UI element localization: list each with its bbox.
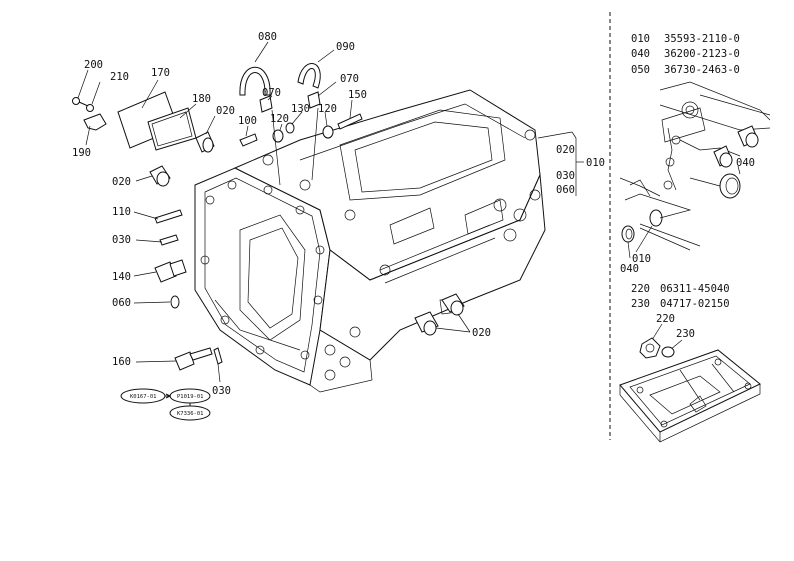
pin-030-left [159,234,179,246]
callout-120-b: 120 [318,103,337,115]
callout-060-a: 060 [112,297,131,309]
washer-210 [86,104,94,112]
detail-seal-040-left [621,225,635,243]
table1-ref-3: 050 [631,64,650,76]
transmission-housing [194,89,546,393]
table1-ref-1: 010 [631,33,650,45]
table1-ref-2: 040 [631,48,650,60]
washer-230 [661,346,675,358]
table2-part-2: 04717-02150 [660,298,730,310]
leader-220 [651,323,663,341]
table1-part-2: 36200-2123-0 [664,48,740,60]
bushing-020-left [149,165,171,187]
bolt-160 [174,347,213,371]
leader-lines-left [77,41,471,383]
callout-090: 090 [336,41,355,53]
callout-070-a: 070 [262,87,281,99]
callout-010-a: 010 [586,157,605,169]
detail-bushing-lower [649,209,663,227]
detail-bushing-upper-b [737,125,759,148]
callout-210: 210 [110,71,129,83]
drain-plug-220 [639,337,661,359]
o-ring-060 [170,295,180,309]
callout-040-b: 040 [620,263,639,275]
table2-ref-1: 220 [631,283,650,295]
callout-010-b: 010 [632,253,651,265]
callout-220: 220 [656,313,675,325]
breather-tube-080 [239,66,271,96]
nut-120-b [322,125,334,139]
callout-110: 110 [112,206,131,218]
callout-020-d: 020 [556,144,575,156]
callout-100: 100 [238,115,257,127]
callout-140: 140 [112,271,131,283]
bushing-020-lower-b [414,311,439,336]
callout-150: 150 [348,89,367,101]
callout-200: 200 [84,59,103,71]
fitting-070-a [259,95,273,113]
table2-part-1: 06311-45040 [660,283,730,295]
callout-120-a: 120 [270,113,289,125]
table1-part-3: 36730-2463-0 [664,64,740,76]
callout-180: 180 [192,93,211,105]
detail-bushing-upper-a [713,145,733,168]
serial-oval-1-text: K0167-01 [130,394,157,400]
callout-190: 190 [72,147,91,159]
pin-030-lower [213,347,223,365]
parts-table-upper: 010 35593-2110-0 040 36200-2123-0 050 36… [631,33,740,76]
callout-030-c: 030 [556,170,575,182]
callout-020-c: 020 [472,327,491,339]
serial-oval-2-text: P1019-01 [177,394,204,400]
callout-060-b: 060 [556,184,575,196]
nut-120-a [272,129,284,143]
bushing-020-lower-a [441,293,465,316]
stud-150 [337,113,363,130]
leader-lines-right [627,165,741,259]
clip-190 [83,113,107,131]
callout-020-b: 020 [112,176,131,188]
table2-ref-2: 230 [631,298,650,310]
oil-pan [619,349,761,443]
breather-tube-090 [297,63,321,89]
callout-020-a: 020 [216,105,235,117]
callout-030-a: 030 [112,234,131,246]
detail-housing-section [659,81,771,191]
stud-110 [154,209,183,224]
callout-080: 080 [258,31,277,43]
bolt-100 [239,133,258,147]
callout-170: 170 [151,67,170,79]
callout-160: 160 [112,356,131,368]
parts-table-lower: 220 06311-45040 230 04717-02150 [631,283,730,310]
callout-030-b: 030 [212,385,231,397]
serial-oval-3-text: K7336-01 [177,411,204,417]
serial-ovals: K0167-01 P1019-01 K7336-01 [120,388,211,421]
callout-230: 230 [676,328,695,340]
plug-130 [285,122,295,134]
bushing-020-top [195,131,215,153]
fitting-070-b [307,91,321,109]
screw-200 [72,97,89,107]
table1-part-1: 35593-2110-0 [664,33,740,45]
plug-140 [154,259,187,283]
callout-040-a: 040 [736,157,755,169]
detail-seal-040-right [719,173,741,199]
callout-070-b: 070 [340,73,359,85]
callout-130: 130 [291,103,310,115]
bracket-group-010 [537,131,584,196]
